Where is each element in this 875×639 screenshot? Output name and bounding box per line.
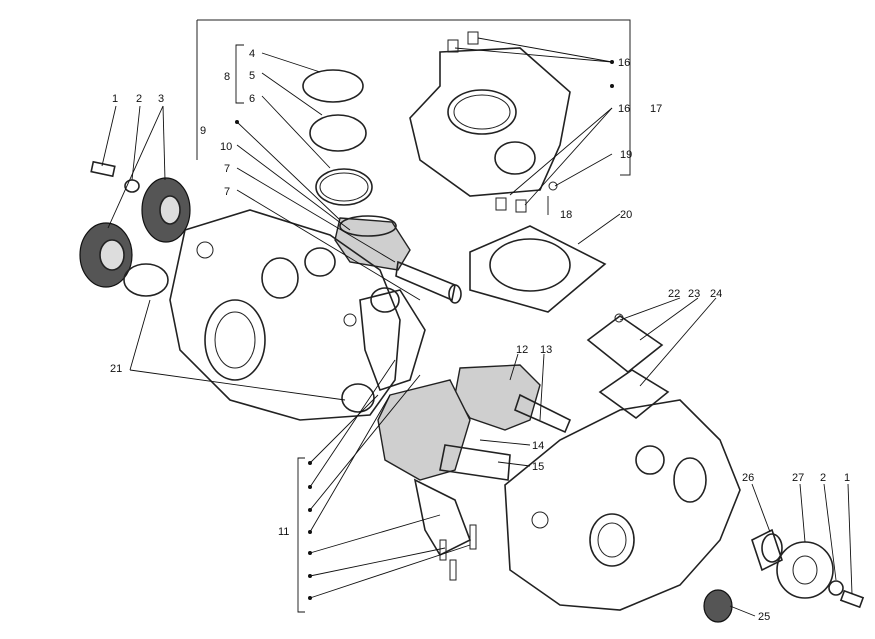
callout-24: 24 bbox=[710, 288, 722, 300]
oil-seal-25 bbox=[703, 589, 733, 623]
callout-22: 22 bbox=[668, 288, 680, 300]
callout-15: 15 bbox=[532, 461, 544, 473]
callout-7-upper: 7 bbox=[224, 163, 230, 175]
piston-rings bbox=[302, 69, 373, 206]
callout-12: 12 bbox=[516, 344, 528, 356]
washer-2-right bbox=[828, 580, 844, 596]
callout-8: 8 bbox=[224, 71, 230, 83]
piston bbox=[334, 215, 411, 271]
callout-26: 26 bbox=[742, 472, 754, 484]
bolt-1-left bbox=[90, 160, 116, 178]
callout-25: 25 bbox=[758, 611, 770, 623]
cylinder-group-frame bbox=[196, 19, 631, 176]
callout-14: 14 bbox=[532, 440, 544, 452]
callout-13: 13 bbox=[540, 344, 552, 356]
rotor-27 bbox=[776, 541, 834, 599]
callout-18: 18 bbox=[560, 209, 572, 221]
left-crankcase bbox=[169, 209, 401, 421]
callout-16-middle: 16 bbox=[618, 103, 630, 115]
callout-5: 5 bbox=[249, 70, 255, 82]
callout-27: 27 bbox=[792, 472, 804, 484]
crankcase-bolts bbox=[439, 524, 477, 581]
callout-1-right: 1 bbox=[844, 472, 850, 484]
callout-7-lower: 7 bbox=[224, 186, 230, 198]
cylinder bbox=[409, 31, 571, 213]
callout-6: 6 bbox=[249, 93, 255, 105]
callout-19: 19 bbox=[620, 149, 632, 161]
callout-9: 9 bbox=[200, 125, 206, 137]
piston-pin bbox=[395, 260, 462, 304]
connecting-rod bbox=[359, 287, 426, 392]
right-crankcase bbox=[504, 399, 741, 611]
callout-1-left: 1 bbox=[112, 93, 118, 105]
drive-gear-large bbox=[79, 222, 133, 288]
oil-seal-21 bbox=[341, 383, 375, 413]
callout-21: 21 bbox=[110, 363, 122, 375]
cylinder-base-gasket bbox=[469, 225, 607, 313]
callout-3: 3 bbox=[158, 93, 164, 105]
callout-20: 20 bbox=[620, 209, 632, 221]
callout-labels: 1 2 3 4 5 6 8 9 10 7 7 16 16 17 19 18 20… bbox=[110, 48, 850, 623]
drive-gear-small bbox=[141, 177, 191, 243]
callout-17: 17 bbox=[650, 103, 662, 115]
bolt-1-right bbox=[839, 589, 865, 609]
leader-lines bbox=[101, 37, 853, 617]
callout-10: 10 bbox=[220, 141, 232, 153]
callout-23: 23 bbox=[688, 288, 700, 300]
callout-2-left: 2 bbox=[136, 93, 142, 105]
callout-4: 4 bbox=[249, 48, 255, 60]
thrust-washer bbox=[123, 263, 169, 297]
callout-2-right: 2 bbox=[820, 472, 826, 484]
cover-plate bbox=[586, 313, 670, 420]
callout-16-upper: 16 bbox=[618, 57, 630, 69]
crankshaft bbox=[377, 364, 572, 557]
bushing-26 bbox=[751, 528, 783, 572]
callout-11: 11 bbox=[278, 526, 289, 538]
